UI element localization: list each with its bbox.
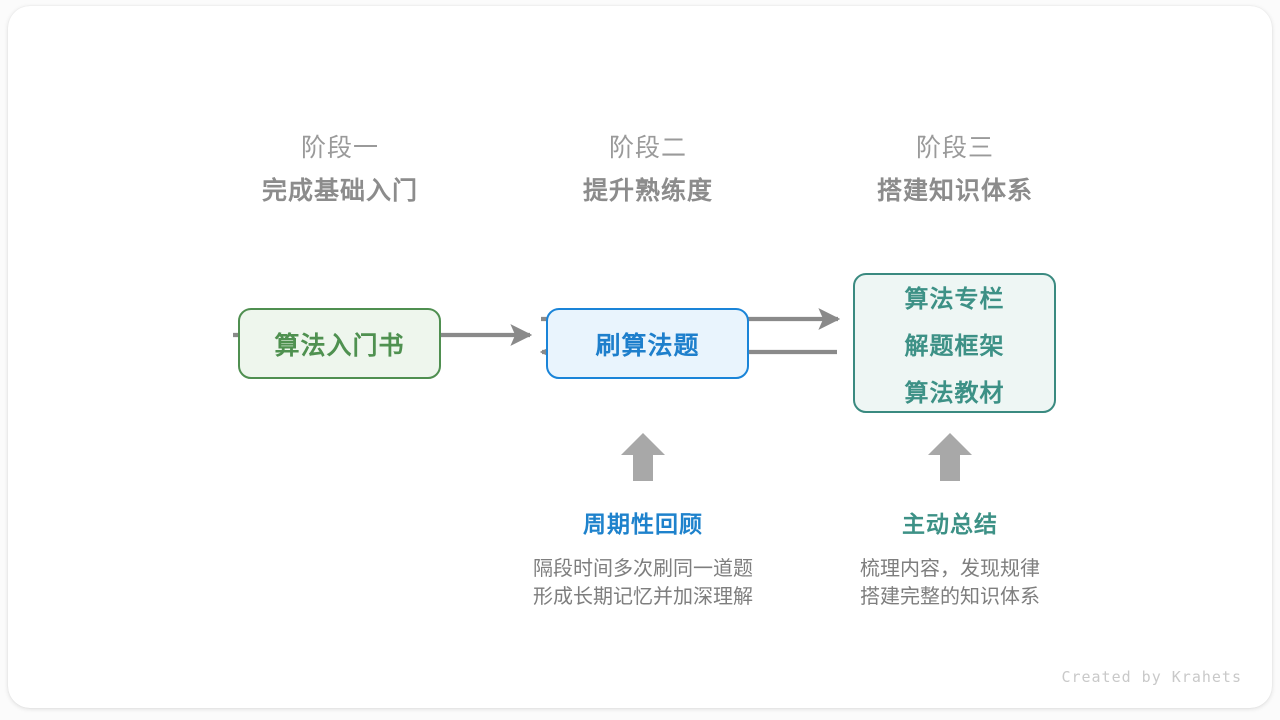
stage-1-sub: 阶段一 [300, 134, 379, 162]
stage-1-title: 完成基础入门 [261, 177, 418, 205]
node-blue-line-1: 刷算法题 [595, 331, 700, 360]
node-teal-line-3: 算法教材 [904, 379, 1005, 407]
stage-header-1: 阶段一 完成基础入门 [240, 136, 440, 204]
note-active-summary: 主动总结 梳理内容，发现规律 搭建完整的知识体系 [820, 513, 1080, 611]
stage-2-sub: 阶段二 [608, 134, 687, 162]
note-1-desc: 隔段时间多次刷同一道题 形成长期记忆并加深理解 [513, 556, 773, 611]
node-green-line-1: 算法入门书 [274, 331, 405, 360]
node-knowledge-resources[interactable]: 算法专栏 解题框架 算法教材 [853, 273, 1056, 413]
stage-3-sub: 阶段三 [915, 134, 994, 162]
diagram-canvas: 阶段一 完成基础入门 阶段二 提升熟练度 阶段三 搭建知识体系 算法入门书 刷算… [8, 6, 1272, 708]
node-teal-line-1: 算法专栏 [904, 285, 1005, 313]
stage-header-2: 阶段二 提升熟练度 [548, 136, 748, 204]
stage-2-title: 提升熟练度 [582, 177, 713, 205]
note-2-desc-line-1: 梳理内容，发现规律 [860, 558, 1040, 580]
node-practice-problems[interactable]: 刷算法题 [546, 308, 749, 379]
node-teal-line-2: 解题框架 [904, 332, 1005, 360]
note-2-title: 主动总结 [902, 511, 998, 537]
note-2-desc: 梳理内容，发现规律 搭建完整的知识体系 [820, 556, 1080, 611]
stage-header-3: 阶段三 搭建知识体系 [855, 136, 1055, 204]
note-periodic-review: 周期性回顾 隔段时间多次刷同一道题 形成长期记忆并加深理解 [513, 513, 773, 611]
note-1-title: 周期性回顾 [583, 511, 703, 537]
node-algorithm-intro-book[interactable]: 算法入门书 [238, 308, 441, 379]
note-1-desc-line-1: 隔段时间多次刷同一道题 [533, 558, 753, 580]
up-arrow-icon-review [621, 433, 665, 481]
up-arrow-icon-summary [928, 433, 972, 481]
note-1-desc-line-2: 形成长期记忆并加深理解 [533, 585, 753, 608]
stage-3-title: 搭建知识体系 [876, 177, 1033, 205]
note-2-desc-line-2: 搭建完整的知识体系 [860, 585, 1040, 608]
credit-text: Created by Krahets [1061, 668, 1242, 686]
